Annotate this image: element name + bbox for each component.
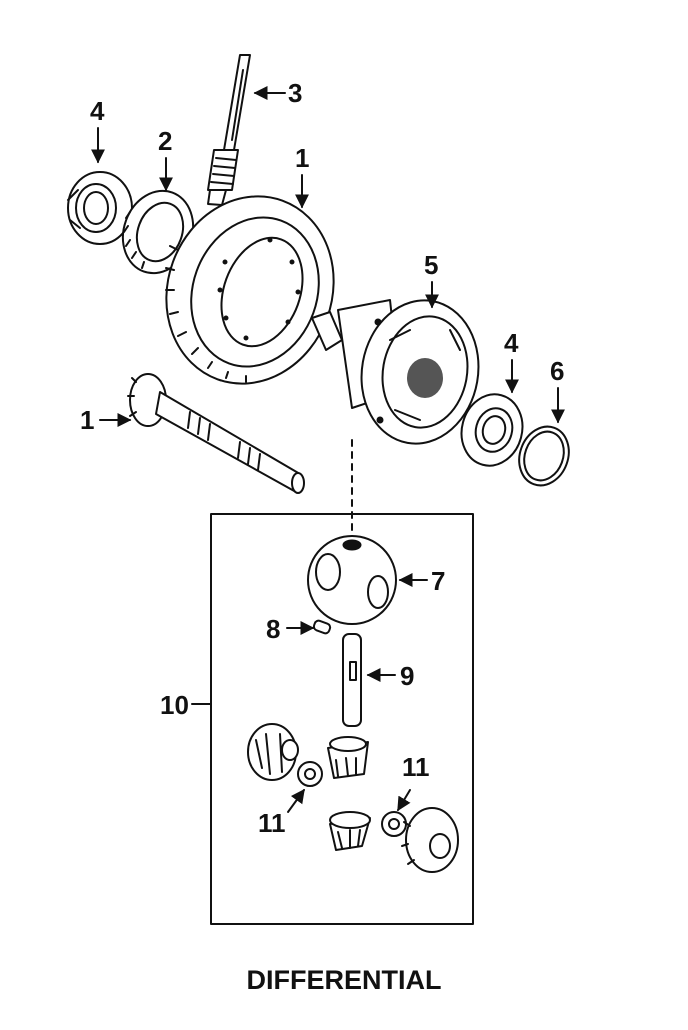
differential-case: [307, 535, 397, 625]
side-gear-left: [247, 723, 299, 781]
pinion-pin: [342, 633, 362, 727]
callout-4-left: 4: [90, 96, 105, 126]
bearing-left: [67, 171, 133, 245]
callout-4-right: 4: [504, 328, 519, 358]
pinion-gear-bottom: [329, 811, 371, 851]
seal-ring: [518, 425, 570, 487]
diagram-title: DIFFERENTIAL: [247, 965, 442, 995]
lock-pin: [312, 619, 332, 635]
callout-7: 7: [431, 566, 445, 596]
pinion-gear-top: [327, 736, 369, 779]
callout-1-top: 1: [295, 143, 309, 173]
speedometer-gear-shaft: [207, 54, 251, 206]
callout-5: 5: [424, 250, 438, 280]
callout-3: 3: [288, 78, 302, 108]
callout-11-left: 11: [258, 808, 286, 838]
callout-6: 6: [550, 356, 564, 386]
bearing-right: [460, 393, 524, 467]
callout-10: 10: [160, 690, 189, 720]
leader-lines: [91, 86, 565, 813]
callout-8: 8: [266, 614, 280, 644]
callout-2: 2: [158, 126, 172, 156]
washer-left: [297, 761, 323, 787]
ring-gear: [165, 195, 335, 385]
pinion-shaft: [127, 373, 305, 494]
washer-right: [381, 811, 407, 837]
callout-9: 9: [400, 661, 414, 691]
differential-case-assembly: [311, 299, 480, 445]
callout-1-lower: 1: [80, 405, 94, 435]
gear-kit-box: [210, 513, 474, 925]
callout-11-right: 11: [402, 752, 430, 782]
side-gear-right: [401, 807, 459, 873]
